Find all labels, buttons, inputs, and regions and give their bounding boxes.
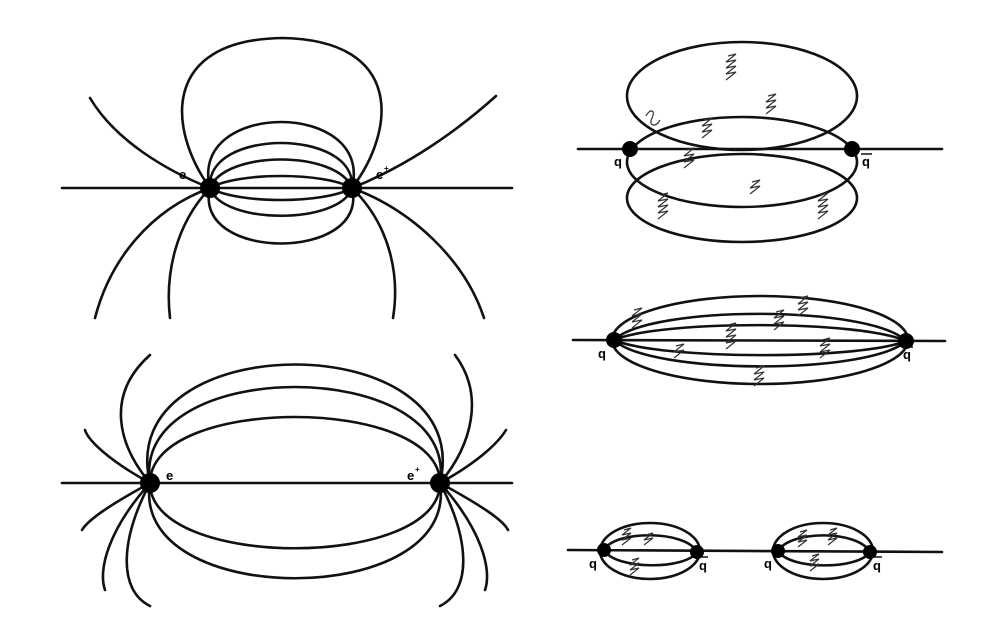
- field-line-inner-bottom-2: [208, 186, 354, 218]
- flux-tube-wide-panel: q q: [576, 40, 944, 244]
- field-line-ellipse-bottom: [625, 152, 859, 244]
- gluon-squiggle: [629, 557, 640, 576]
- axis-line: [566, 548, 944, 554]
- field-line-open-lower-left-2: [167, 186, 212, 320]
- quark: [771, 544, 785, 558]
- antiquark-label: q: [903, 347, 911, 362]
- field-line-inner-bottom-1: [612, 338, 908, 357]
- field-line-inner-bottom-2: [612, 338, 908, 368]
- antiquark: [898, 333, 914, 349]
- gluon-squiggle: [621, 527, 632, 546]
- gluon-squiggle: [809, 553, 820, 572]
- dipole-close-panel: e e +: [60, 36, 514, 320]
- dipole-far-panel: e e +: [60, 353, 514, 608]
- gluon-squiggle: [725, 53, 737, 81]
- axis-line: [571, 338, 947, 343]
- quark: [597, 543, 611, 557]
- field-line-inner-bottom-1: [208, 186, 354, 202]
- field-line-open-lower-right-2: [350, 186, 397, 320]
- antiquark-label: q: [873, 558, 881, 573]
- field-line-ellipse-top-3: [146, 363, 444, 485]
- field-line-inner-top-2: [208, 158, 354, 190]
- field-line-ellipse-top-2: [147, 385, 443, 485]
- field-line-outer-top-loop: [180, 36, 383, 190]
- field-line-ellipse-middle: [625, 115, 859, 209]
- gluon-squiggle: [749, 179, 761, 195]
- positron-label: e: [407, 468, 414, 483]
- field-line-open-right-5: [438, 481, 465, 608]
- quark: [606, 332, 622, 348]
- field-line-open-upper-right: [350, 94, 498, 190]
- antiquark-label: q: [699, 558, 707, 573]
- field-line-open-right-1: [438, 353, 474, 485]
- positron-charge: [430, 473, 450, 493]
- field-line-inner-top-4: [206, 120, 356, 190]
- antiquark: [844, 141, 860, 157]
- quark-label: q: [589, 556, 597, 571]
- antiquark: [863, 545, 877, 559]
- positron-label-sup: +: [415, 465, 420, 474]
- flux-tube-stretched-panel: q q: [571, 294, 947, 387]
- gluon-squiggle: [645, 110, 661, 126]
- field-line-open-upper-left: [88, 96, 212, 190]
- field-line-inner-bottom: [776, 549, 872, 567]
- gluon-squiggle: [657, 192, 669, 220]
- string-break-panel: q q q q: [566, 521, 944, 581]
- field-line-open-left-3: [80, 481, 152, 532]
- field-line-inner-top-1: [612, 312, 908, 343]
- field-line-inner-bottom: [602, 548, 699, 567]
- gluon-squiggle: [725, 322, 737, 350]
- gluon-squiggle: [643, 532, 654, 546]
- electron-label: e: [166, 468, 173, 483]
- antiquark: [690, 545, 704, 559]
- gluon-squiggle: [797, 529, 808, 548]
- field-line-ellipse-top-1: [148, 415, 442, 485]
- gluon-squiggle: [827, 527, 838, 546]
- gluon-squiggle: [773, 309, 785, 331]
- field-line-inner-top-1: [208, 174, 354, 190]
- positron-label: e: [376, 167, 383, 182]
- field-line-ellipse-bottom-2: [147, 481, 443, 580]
- gluon-squiggle: [817, 192, 829, 220]
- field-line-open-right-3: [438, 481, 510, 532]
- quark-label: q: [764, 556, 772, 571]
- gluon-squiggle: [683, 147, 695, 169]
- gluon-squiggle: [819, 337, 831, 359]
- field-line-open-left-4: [101, 481, 152, 592]
- field-line-open-lower-right-1: [350, 186, 486, 320]
- field-line-ellipse-bottom-1: [148, 481, 442, 550]
- electron-charge: [200, 178, 220, 198]
- field-line-open-right-4: [438, 481, 489, 592]
- gluon-squiggle: [673, 343, 685, 359]
- quark-label: q: [614, 154, 622, 169]
- field-line-open-right-2: [438, 428, 508, 485]
- antiquark-label: q: [862, 154, 870, 169]
- gluon-squiggle: [701, 117, 713, 139]
- field-line-open-left-5: [125, 481, 152, 608]
- quark: [622, 141, 638, 157]
- gluon-squiggle: [631, 307, 643, 329]
- gluon-squiggle: [797, 295, 809, 317]
- field-line-ellipse-top: [625, 40, 859, 152]
- field-line-inner-top-3: [208, 141, 354, 190]
- positron-label-sup: +: [384, 164, 389, 173]
- field-line-open-left-2: [83, 428, 152, 485]
- quark-label: q: [598, 346, 606, 361]
- field-line-open-left-1: [119, 353, 152, 485]
- field-line-open-lower-left-1: [93, 186, 212, 320]
- electron-label: e: [179, 167, 186, 182]
- electron-charge: [140, 473, 160, 493]
- field-line-inner-top: [776, 534, 872, 554]
- field-line-inner-top-2: [612, 323, 908, 343]
- field-line-inner-bottom-3: [207, 186, 355, 245]
- gluon-squiggle: [765, 93, 777, 115]
- gluon-squiggle: [753, 365, 765, 387]
- positron-charge: [342, 178, 362, 198]
